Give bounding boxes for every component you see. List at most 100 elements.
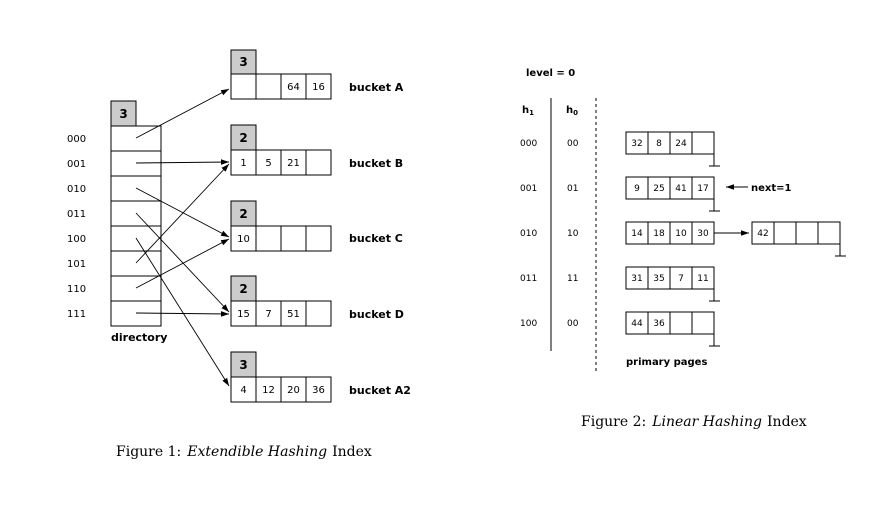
h0-value: 00	[567, 139, 579, 149]
page-value: 17	[697, 184, 708, 194]
bucket-value: 5	[265, 158, 271, 169]
page-value: 10	[675, 229, 687, 239]
bucket-cell	[230, 73, 257, 100]
dir-entry-label: 010	[67, 184, 86, 195]
pointer-arrow	[135, 187, 230, 238]
bucket-cell	[230, 376, 257, 403]
page-value: 44	[631, 319, 643, 329]
directory	[110, 125, 162, 327]
bucket-a2: 3 4 12 20 36 bucket A2	[230, 351, 411, 403]
page-value: 42	[757, 229, 768, 239]
page-cell	[691, 131, 715, 155]
bucket-value: 10	[237, 234, 250, 245]
bucket-cell	[280, 376, 307, 403]
bucket-a: 3 64 16 bucket A	[230, 49, 404, 100]
bucket-cell	[230, 300, 257, 327]
bucket-value: 64	[287, 82, 300, 93]
caption-title: Extendible Hashing	[186, 444, 327, 460]
bucket-name: bucket A	[349, 81, 404, 94]
bucket-name: bucket A2	[349, 384, 411, 397]
primary-page: 32 8 24	[625, 131, 720, 167]
dir-slot	[110, 275, 162, 302]
dir-slot	[110, 250, 162, 277]
bucket-value: 20	[287, 385, 300, 396]
page-cell	[669, 311, 693, 335]
bucket-d: 2 15 7 51 bucket D	[230, 275, 404, 327]
bucket-cell	[280, 225, 307, 252]
bucket-cell	[255, 225, 282, 252]
bucket-c: 2 10 bucket C	[230, 200, 403, 252]
dir-entry-label: 110	[67, 284, 86, 295]
caption-prefix: Figure 2:	[581, 414, 646, 430]
dir-entry-label: 011	[67, 209, 86, 220]
dir-entry-label: 100	[67, 234, 86, 245]
caption-prefix: Figure 1:	[116, 444, 181, 460]
null-pointer-icon	[709, 199, 720, 212]
local-depth-value: 3	[239, 55, 247, 69]
local-depth-value: 2	[239, 282, 247, 296]
bucket-name: bucket D	[349, 308, 404, 321]
caption-title: Linear Hashing	[651, 414, 762, 430]
primary-page: 14 18 10 30	[625, 221, 715, 245]
primary-pages-label: primary pages	[626, 357, 707, 368]
bucket-value: 12	[262, 385, 275, 396]
h1-value: 001	[520, 184, 537, 194]
page-value: 7	[678, 274, 684, 284]
page-value: 8	[656, 139, 662, 149]
h0-value: 00	[567, 319, 579, 329]
page-value: 36	[653, 319, 665, 329]
bucket-cell	[280, 73, 307, 100]
dir-entry-label: 001	[67, 159, 86, 170]
linear-hashing-figure: level = 0 h1 h0 000 00 001 01 010 10 011…	[520, 68, 846, 430]
local-depth-box	[230, 351, 257, 378]
caption-suffix: Index	[332, 444, 372, 460]
h1-value: 010	[520, 229, 537, 239]
page-value: 41	[675, 184, 686, 194]
bucket-cell	[305, 149, 332, 176]
bucket-cell	[255, 73, 282, 100]
page-value: 14	[631, 229, 643, 239]
directory-pointers	[135, 88, 230, 387]
primary-page: 44 36	[625, 311, 720, 347]
next-label: next=1	[751, 183, 792, 194]
null-pointer-icon	[835, 244, 846, 257]
pointer-arrow	[135, 212, 230, 313]
caption-suffix: Index	[767, 414, 807, 430]
bucket-cell	[230, 149, 257, 176]
page-value: 30	[697, 229, 709, 239]
bucket-value: 16	[312, 82, 325, 93]
bucket-name: bucket B	[349, 157, 403, 170]
page-value: 35	[653, 274, 664, 284]
h0-header: h0	[566, 105, 578, 117]
bucket-cell	[255, 300, 282, 327]
directory-label: directory	[111, 331, 167, 344]
dir-slot	[110, 125, 162, 152]
page-value: 18	[653, 229, 665, 239]
dir-slot	[110, 150, 162, 177]
null-pointer-icon	[709, 334, 720, 347]
page-value: 24	[675, 139, 687, 149]
bucket-b: 2 1 5 21 bucket B	[230, 124, 403, 176]
bucket-value: 51	[287, 309, 300, 320]
pointer-arrow	[135, 88, 230, 139]
bucket-cell	[230, 225, 257, 252]
h0-value: 01	[567, 184, 578, 194]
dir-entry-label: 111	[67, 309, 86, 320]
null-pointer-icon	[709, 289, 720, 302]
h1-value: 011	[520, 274, 537, 284]
page-value: 25	[653, 184, 664, 194]
dir-entry-label: 000	[67, 134, 86, 145]
h1-header: h1	[522, 105, 534, 117]
null-pointer-icon	[709, 154, 720, 167]
level-label: level = 0	[526, 68, 575, 79]
page-cell	[773, 221, 797, 245]
local-depth-value: 2	[239, 207, 247, 221]
page-cell	[817, 221, 841, 245]
page-value: 31	[631, 274, 642, 284]
primary-page: 9 25 41 17	[625, 176, 720, 212]
local-depth-value: 2	[239, 131, 247, 145]
page-cell	[795, 221, 819, 245]
global-depth-value: 3	[119, 107, 127, 121]
h1-value: 000	[520, 139, 537, 149]
